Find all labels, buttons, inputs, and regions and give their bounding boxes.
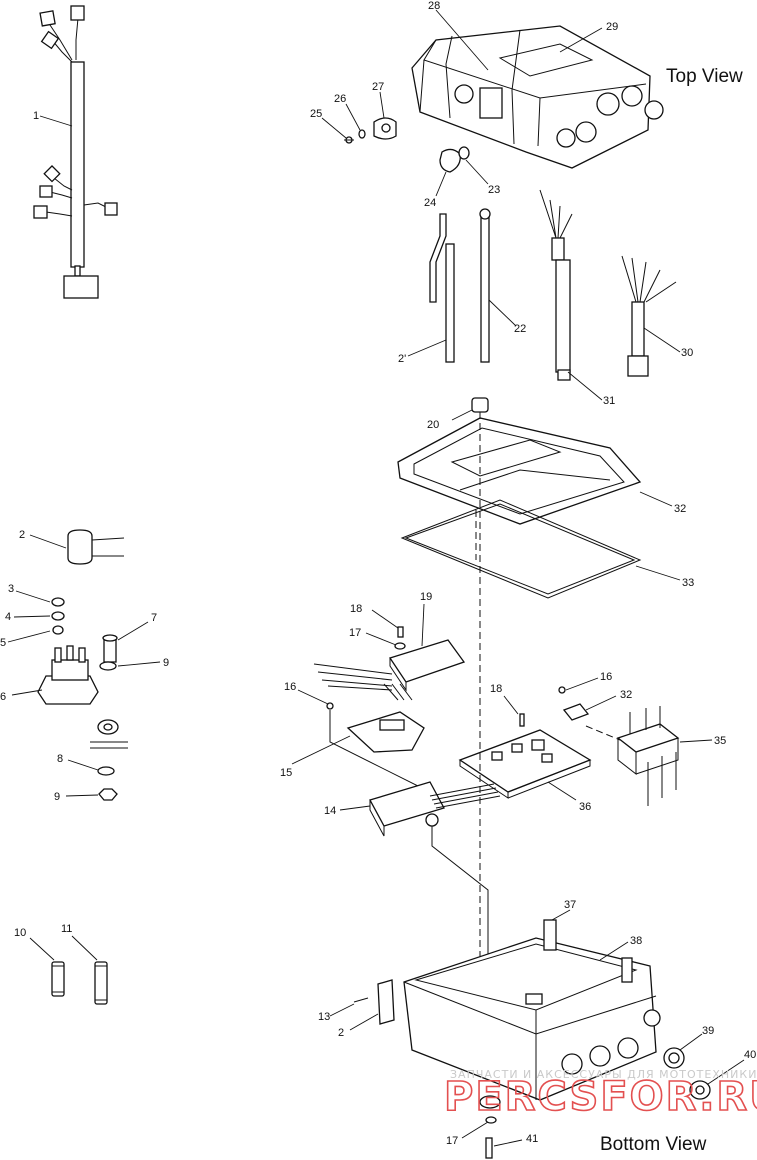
callout-41: 41 <box>526 1133 538 1145</box>
callout-33: 33 <box>682 577 694 589</box>
watermark-logo: PERCSFOR.RU <box>444 1074 757 1120</box>
callout-18b: 18 <box>490 683 502 695</box>
callout-26: 26 <box>334 93 346 105</box>
callout-6: 6 <box>0 691 6 703</box>
callout-38: 38 <box>630 935 642 947</box>
callout-23: 23 <box>488 184 500 196</box>
callout-21: 2' <box>398 353 406 365</box>
callout-1: 1 <box>33 110 39 122</box>
callout-9a: 9 <box>163 657 169 669</box>
callout-20: 20 <box>427 419 439 431</box>
callout-13: 13 <box>318 1011 330 1023</box>
top-view-title: Top View <box>666 66 743 87</box>
watermark: ЗАПЧАСТИ И АКСЕССУАРЫ ДЛЯ МОТОТЕХНИКИ PE… <box>443 1068 757 1121</box>
callout-5: 5 <box>0 637 6 649</box>
callout-36: 36 <box>579 801 591 813</box>
bottom-view-title: Bottom View <box>600 1134 707 1155</box>
callout-37: 37 <box>564 899 576 911</box>
fastener-group-top: 25 26 27 24 23 <box>310 81 500 209</box>
callout-16b: 16 <box>600 671 612 683</box>
callout-9b: 9 <box>54 791 60 803</box>
callout-16a: 16 <box>284 681 296 693</box>
callout-39: 39 <box>702 1025 714 1037</box>
callout-4: 4 <box>5 611 11 623</box>
callout-40: 40 <box>744 1049 756 1061</box>
callout-31: 31 <box>603 395 615 407</box>
callout-10: 10 <box>14 927 26 939</box>
fuses: 10 11 <box>14 923 108 1005</box>
cover-and-gasket: 20 32 33 <box>397 397 694 599</box>
callout-34: 32 <box>620 689 632 701</box>
cables: 2' 22 30 31 <box>398 189 693 407</box>
callout-29: 29 <box>606 21 618 33</box>
callout-2a: 2 <box>19 529 25 541</box>
callout-15: 15 <box>280 767 292 779</box>
callout-8b: 8 <box>57 753 63 765</box>
callout-14: 14 <box>324 805 336 817</box>
callout-25: 25 <box>310 108 322 120</box>
solenoid-assembly: 2 3 4 5 6 7 9 8 9 <box>0 529 169 803</box>
callout-18a: 18 <box>350 603 362 615</box>
wiring-harness: 1 <box>33 5 118 299</box>
callout-22: 22 <box>514 323 526 335</box>
callout-35: 35 <box>714 735 726 747</box>
callout-17b: 17 <box>446 1135 458 1147</box>
callout-24: 24 <box>424 197 436 209</box>
ecu-top-cover: 28 29 <box>411 0 664 169</box>
internal-components: 18 17 19 16 15 14 18 36 16 <box>280 591 726 837</box>
callout-17a: 17 <box>349 627 361 639</box>
callout-11: 11 <box>61 923 72 935</box>
ecu-bottom-housing: 37 38 13 2 39 40 17 41 <box>318 899 756 1159</box>
callout-19: 19 <box>420 591 432 603</box>
callout-32: 32 <box>674 503 686 515</box>
callout-12: 2 <box>338 1027 344 1039</box>
callout-27: 27 <box>372 81 384 93</box>
watermark-tagline: ЗАПЧАСТИ И АКСЕССУАРЫ ДЛЯ МОТОТЕХНИКИ <box>450 1068 757 1081</box>
callout-7: 7 <box>151 612 157 624</box>
callout-28: 28 <box>428 0 440 12</box>
callout-3: 3 <box>8 583 14 595</box>
callout-30: 30 <box>681 347 693 359</box>
